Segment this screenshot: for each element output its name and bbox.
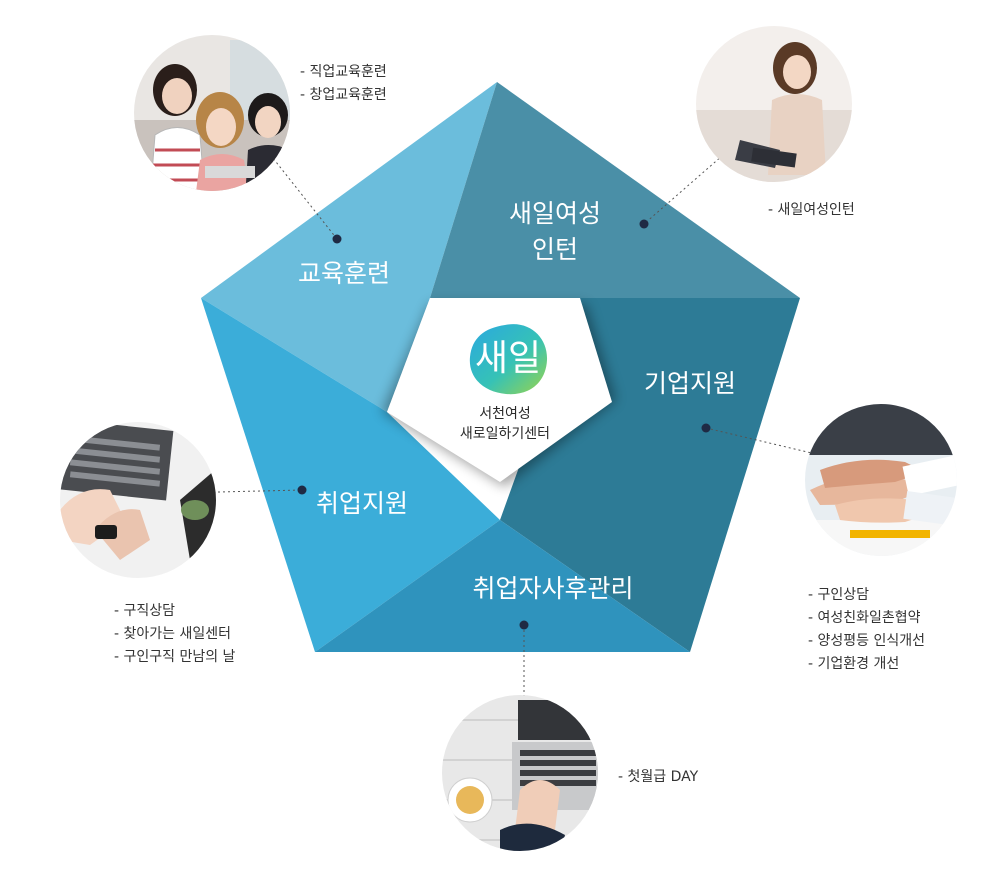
- segment-label-corporate: 기업지원: [644, 369, 736, 398]
- segment-label-intern-1: 새일여성: [509, 199, 601, 228]
- segment-label-employment: 취업지원: [316, 489, 408, 518]
- segment-aftercare: [315, 520, 690, 652]
- dot-employment: [297, 485, 307, 495]
- segment-label-education: 교육훈련: [298, 259, 390, 288]
- bullet-item: - 창업교육훈련: [300, 87, 387, 103]
- bullets-education: - 직업교육훈련 - 창업교육훈련: [300, 61, 387, 107]
- segment-label-intern-2: 인턴: [532, 235, 578, 264]
- bullet-item: - 구인상담: [808, 587, 870, 603]
- center-title-line1: 서천여성: [479, 406, 531, 422]
- dot-corporate: [701, 423, 711, 433]
- bullets-corporate: - 구인상담 - 여성친화일촌협약 - 양성평등 인식개선 - 기업환경 개선: [808, 584, 925, 676]
- segment-employment: [201, 298, 500, 652]
- bullets-intern: - 새일여성인턴: [768, 199, 855, 222]
- dot-aftercare: [519, 620, 529, 630]
- segment-label-aftercare: 취업자사후관리: [472, 574, 633, 603]
- saeil-logo: 새일: [469, 324, 548, 395]
- bullet-item: - 새일여성인턴: [768, 202, 855, 218]
- connector-dots: [297, 219, 711, 630]
- bullet-item: - 첫월급 DAY: [618, 769, 699, 785]
- bullets-employment: - 구직상담 - 찾아가는 새일센터 - 구인구직 만남의 날: [114, 600, 235, 669]
- segment-education: [201, 82, 497, 412]
- bullet-item: - 찾아가는 새일센터: [114, 626, 231, 642]
- bullet-item: - 양성평등 인식개선: [808, 633, 925, 649]
- stacked-hands-photo: [805, 404, 957, 556]
- dot-education: [332, 234, 342, 244]
- bullets-aftercare: - 첫월급 DAY: [618, 766, 698, 789]
- three-women-photo: [134, 35, 290, 191]
- dot-intern: [639, 219, 649, 229]
- segment-intern: [430, 82, 800, 298]
- bullet-item: - 기업환경 개선: [808, 656, 900, 672]
- woman-laptop-photo: [696, 26, 852, 182]
- bullet-item: - 여성친화일촌협약: [808, 610, 921, 626]
- bullet-item: - 구직상담: [114, 603, 176, 619]
- laptop-coffee-photo: [442, 695, 598, 851]
- bullet-item: - 구인구직 만남의 날: [114, 649, 236, 665]
- center-title-line2: 새로일하기센터: [460, 426, 550, 442]
- typing-keyboard-photo: [60, 422, 216, 578]
- logo-blob-icon: [469, 324, 548, 395]
- logo-text: 새일: [475, 338, 541, 379]
- bullet-item: - 직업교육훈련: [300, 64, 387, 80]
